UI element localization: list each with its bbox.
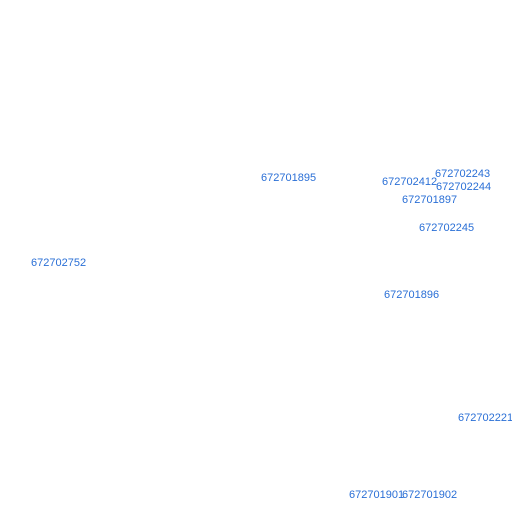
map-label[interactable]: 672701902 <box>402 489 458 501</box>
map-label[interactable]: 672702244 <box>436 181 492 193</box>
map-label[interactable]: 672702243 <box>435 168 491 180</box>
map-label[interactable]: 672701895 <box>261 172 317 184</box>
map-label[interactable]: 672702752 <box>31 257 87 269</box>
map-label[interactable]: 672702221 <box>458 412 512 424</box>
map-label[interactable]: 672702245 <box>419 222 475 234</box>
map-label[interactable]: 672701896 <box>384 289 440 301</box>
map-label[interactable]: 672701897 <box>402 194 458 206</box>
map-label[interactable]: 672702412 <box>382 176 438 188</box>
map-label[interactable]: 672701901 <box>349 489 405 501</box>
